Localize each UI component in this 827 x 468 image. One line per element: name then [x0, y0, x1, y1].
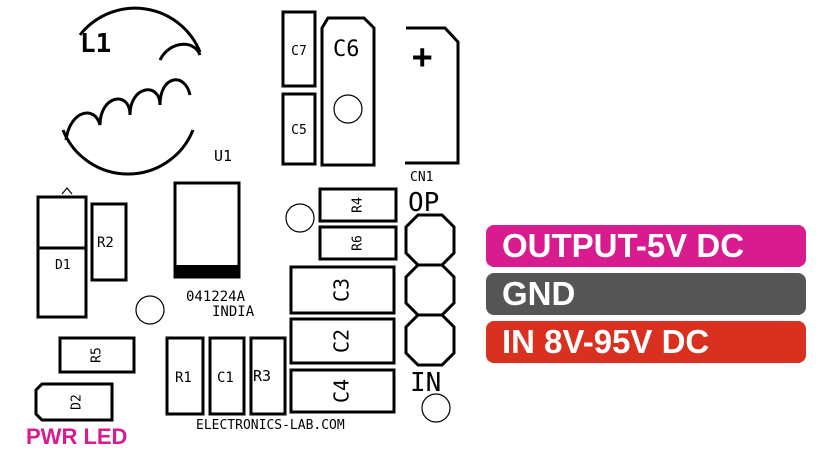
r5-label: R5 [90, 347, 105, 363]
capacitor-c7: C7 [281, 10, 317, 88]
r4-label: R4 [351, 197, 366, 213]
capacitor-c2: C2 [289, 317, 396, 365]
inductor-l1: L1 [61, 6, 202, 176]
c3-label: C3 [330, 278, 354, 302]
resistor-r5: R5 [58, 336, 136, 374]
plus-marker: + [412, 37, 432, 77]
pwr-led-label: PWR LED [26, 424, 128, 449]
resistor-r3: R3 [249, 336, 287, 416]
c4-label: C4 [330, 379, 354, 403]
resistor-r1: R1 [165, 336, 205, 416]
mounting-hole [135, 295, 165, 325]
label-input-voltage: IN 8V-95V DC [486, 321, 806, 363]
led-d2: D2 [34, 382, 114, 422]
label-gnd: GND [486, 273, 806, 315]
capacitor-c6-positive: + [405, 26, 460, 165]
website-label: ELECTRONICS-LAB.COM [196, 418, 345, 433]
mounting-hole [333, 94, 363, 124]
d2-label: D2 [70, 394, 85, 410]
in-label: IN [410, 368, 441, 398]
date-code: 041224A [186, 289, 246, 305]
cn1-label: CN1 [410, 170, 433, 185]
country-label: INDIA [212, 304, 255, 320]
r1-label: R1 [175, 370, 192, 386]
mounting-hole [421, 393, 451, 423]
u1-label: U1 [214, 147, 232, 165]
connector-cn1 [404, 213, 456, 367]
c2-label: C2 [330, 329, 354, 353]
diode-d1: D1 [36, 187, 88, 319]
capacitor-c4: C4 [289, 368, 396, 414]
r6-label: R6 [351, 235, 366, 251]
r3-label: R3 [253, 367, 271, 385]
r2-label: R2 [97, 235, 114, 251]
capacitor-c1: C1 [208, 336, 246, 416]
capacitor-c5: C5 [281, 92, 317, 166]
capacitor-c3: C3 [289, 265, 396, 315]
resistor-r6: R6 [318, 225, 398, 261]
label-output-5v: OUTPUT-5V DC [486, 225, 806, 267]
op-label: OP [408, 188, 439, 218]
c7-label: C7 [291, 44, 307, 59]
d1-label: D1 [55, 258, 71, 273]
l1-label: L1 [80, 29, 111, 59]
c1-label: C1 [217, 370, 234, 386]
capacitor-c6: C6 [320, 16, 376, 167]
resistor-r4: R4 [318, 187, 398, 223]
mounting-hole [285, 203, 315, 233]
c6-label: C6 [333, 37, 360, 62]
c5-label: C5 [291, 123, 307, 138]
resistor-r2: R2 [90, 202, 128, 282]
ic-u1 [173, 181, 241, 279]
